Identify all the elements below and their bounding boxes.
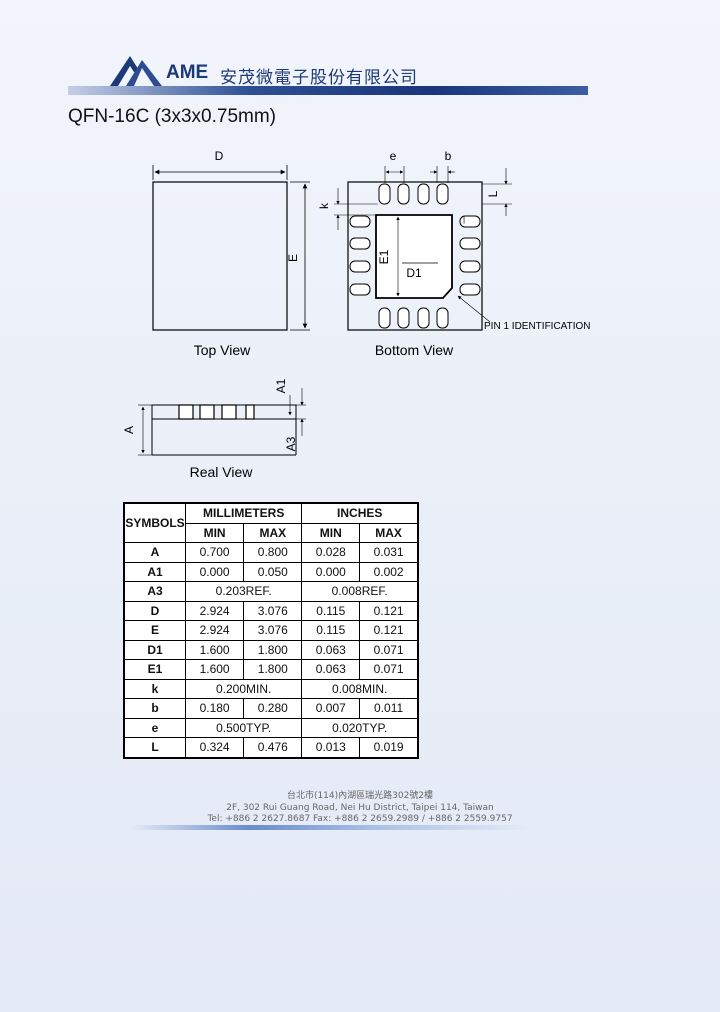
package-drawing: D E Top View e	[122, 149, 591, 480]
label-b: b	[445, 149, 452, 163]
label-k: k	[317, 202, 331, 209]
label-a: A	[122, 426, 136, 434]
bottom-view: e b L k E1 D1 | PIN 1 IDENTIFICATION Bot…	[317, 149, 591, 358]
symbols-header: SYMBOLS	[123, 502, 186, 543]
in-max-header: MAX	[359, 522, 419, 543]
dimensions-table: SYMBOLS MILLIMETERS INCHES MIN MAX MIN M…	[123, 502, 419, 759]
table-row: D 2.924 3.076 0.115 0.121	[123, 600, 419, 621]
bottom-view-caption: Bottom View	[375, 342, 454, 358]
real-view: A A1 A3 Real View	[122, 378, 306, 480]
footer-address-en: 2F, 302 Rui Guang Road, Nei Hu District,…	[226, 803, 494, 813]
table-row: e 0.500TYP. 0.020TYP.	[123, 717, 419, 738]
mm-min-header: MIN	[184, 522, 245, 543]
label-d: D	[215, 149, 224, 163]
footer-contact: Tel: +886 2 2627.8687 Fax: +886 2 2659.2…	[207, 814, 513, 824]
pin1-note: PIN 1 IDENTIFICATION	[484, 321, 591, 332]
company-name: 安茂微電子股份有限公司	[220, 68, 418, 88]
table-row: b 0.180 0.280 0.007 0.011	[123, 698, 419, 719]
in-min-header: MIN	[301, 522, 361, 543]
svg-text:|: |	[463, 215, 465, 224]
inches-header: INCHES	[301, 502, 419, 524]
package-title: QFN-16C (3x3x0.75mm)	[68, 106, 276, 127]
label-a1: A1	[274, 378, 288, 393]
top-view-caption: Top View	[194, 342, 251, 358]
label-e: E	[286, 254, 300, 262]
table-row: k 0.200MIN. 0.008MIN.	[123, 678, 419, 699]
label-e-pitch: e	[390, 149, 397, 163]
footer-address-zh: 台北市(114)內湖區瑞光路302號2樓	[286, 791, 434, 801]
header-bar	[68, 86, 588, 95]
label-e1: E1	[377, 249, 391, 264]
table-row: A 0.700 0.800 0.028 0.031	[123, 542, 419, 563]
table-row: A1 0.000 0.050 0.000 0.002	[123, 561, 419, 582]
table-row: E1 1.600 1.800 0.063 0.071	[123, 659, 419, 680]
label-a3: A3	[284, 436, 298, 451]
table-row: E 2.924 3.076 0.115 0.121	[123, 620, 419, 641]
ame-logo-icon	[110, 56, 162, 86]
label-d1: D1	[406, 266, 422, 280]
label-l: L	[486, 190, 500, 197]
page-header: AME 安茂微電子股份有限公司	[0, 0, 720, 100]
table-row: A3 0.203REF. 0.008REF.	[123, 581, 419, 602]
real-view-caption: Real View	[190, 464, 254, 480]
logo-text: AME	[166, 62, 209, 83]
table-row: L 0.324 0.476 0.013 0.019	[123, 737, 419, 758]
mm-max-header: MAX	[243, 522, 303, 543]
footer-bar	[130, 825, 530, 830]
millimeters-header: MILLIMETERS	[184, 502, 303, 524]
top-view: D E Top View	[152, 149, 310, 358]
table-row: D1 1.600 1.800 0.063 0.071	[123, 639, 419, 660]
